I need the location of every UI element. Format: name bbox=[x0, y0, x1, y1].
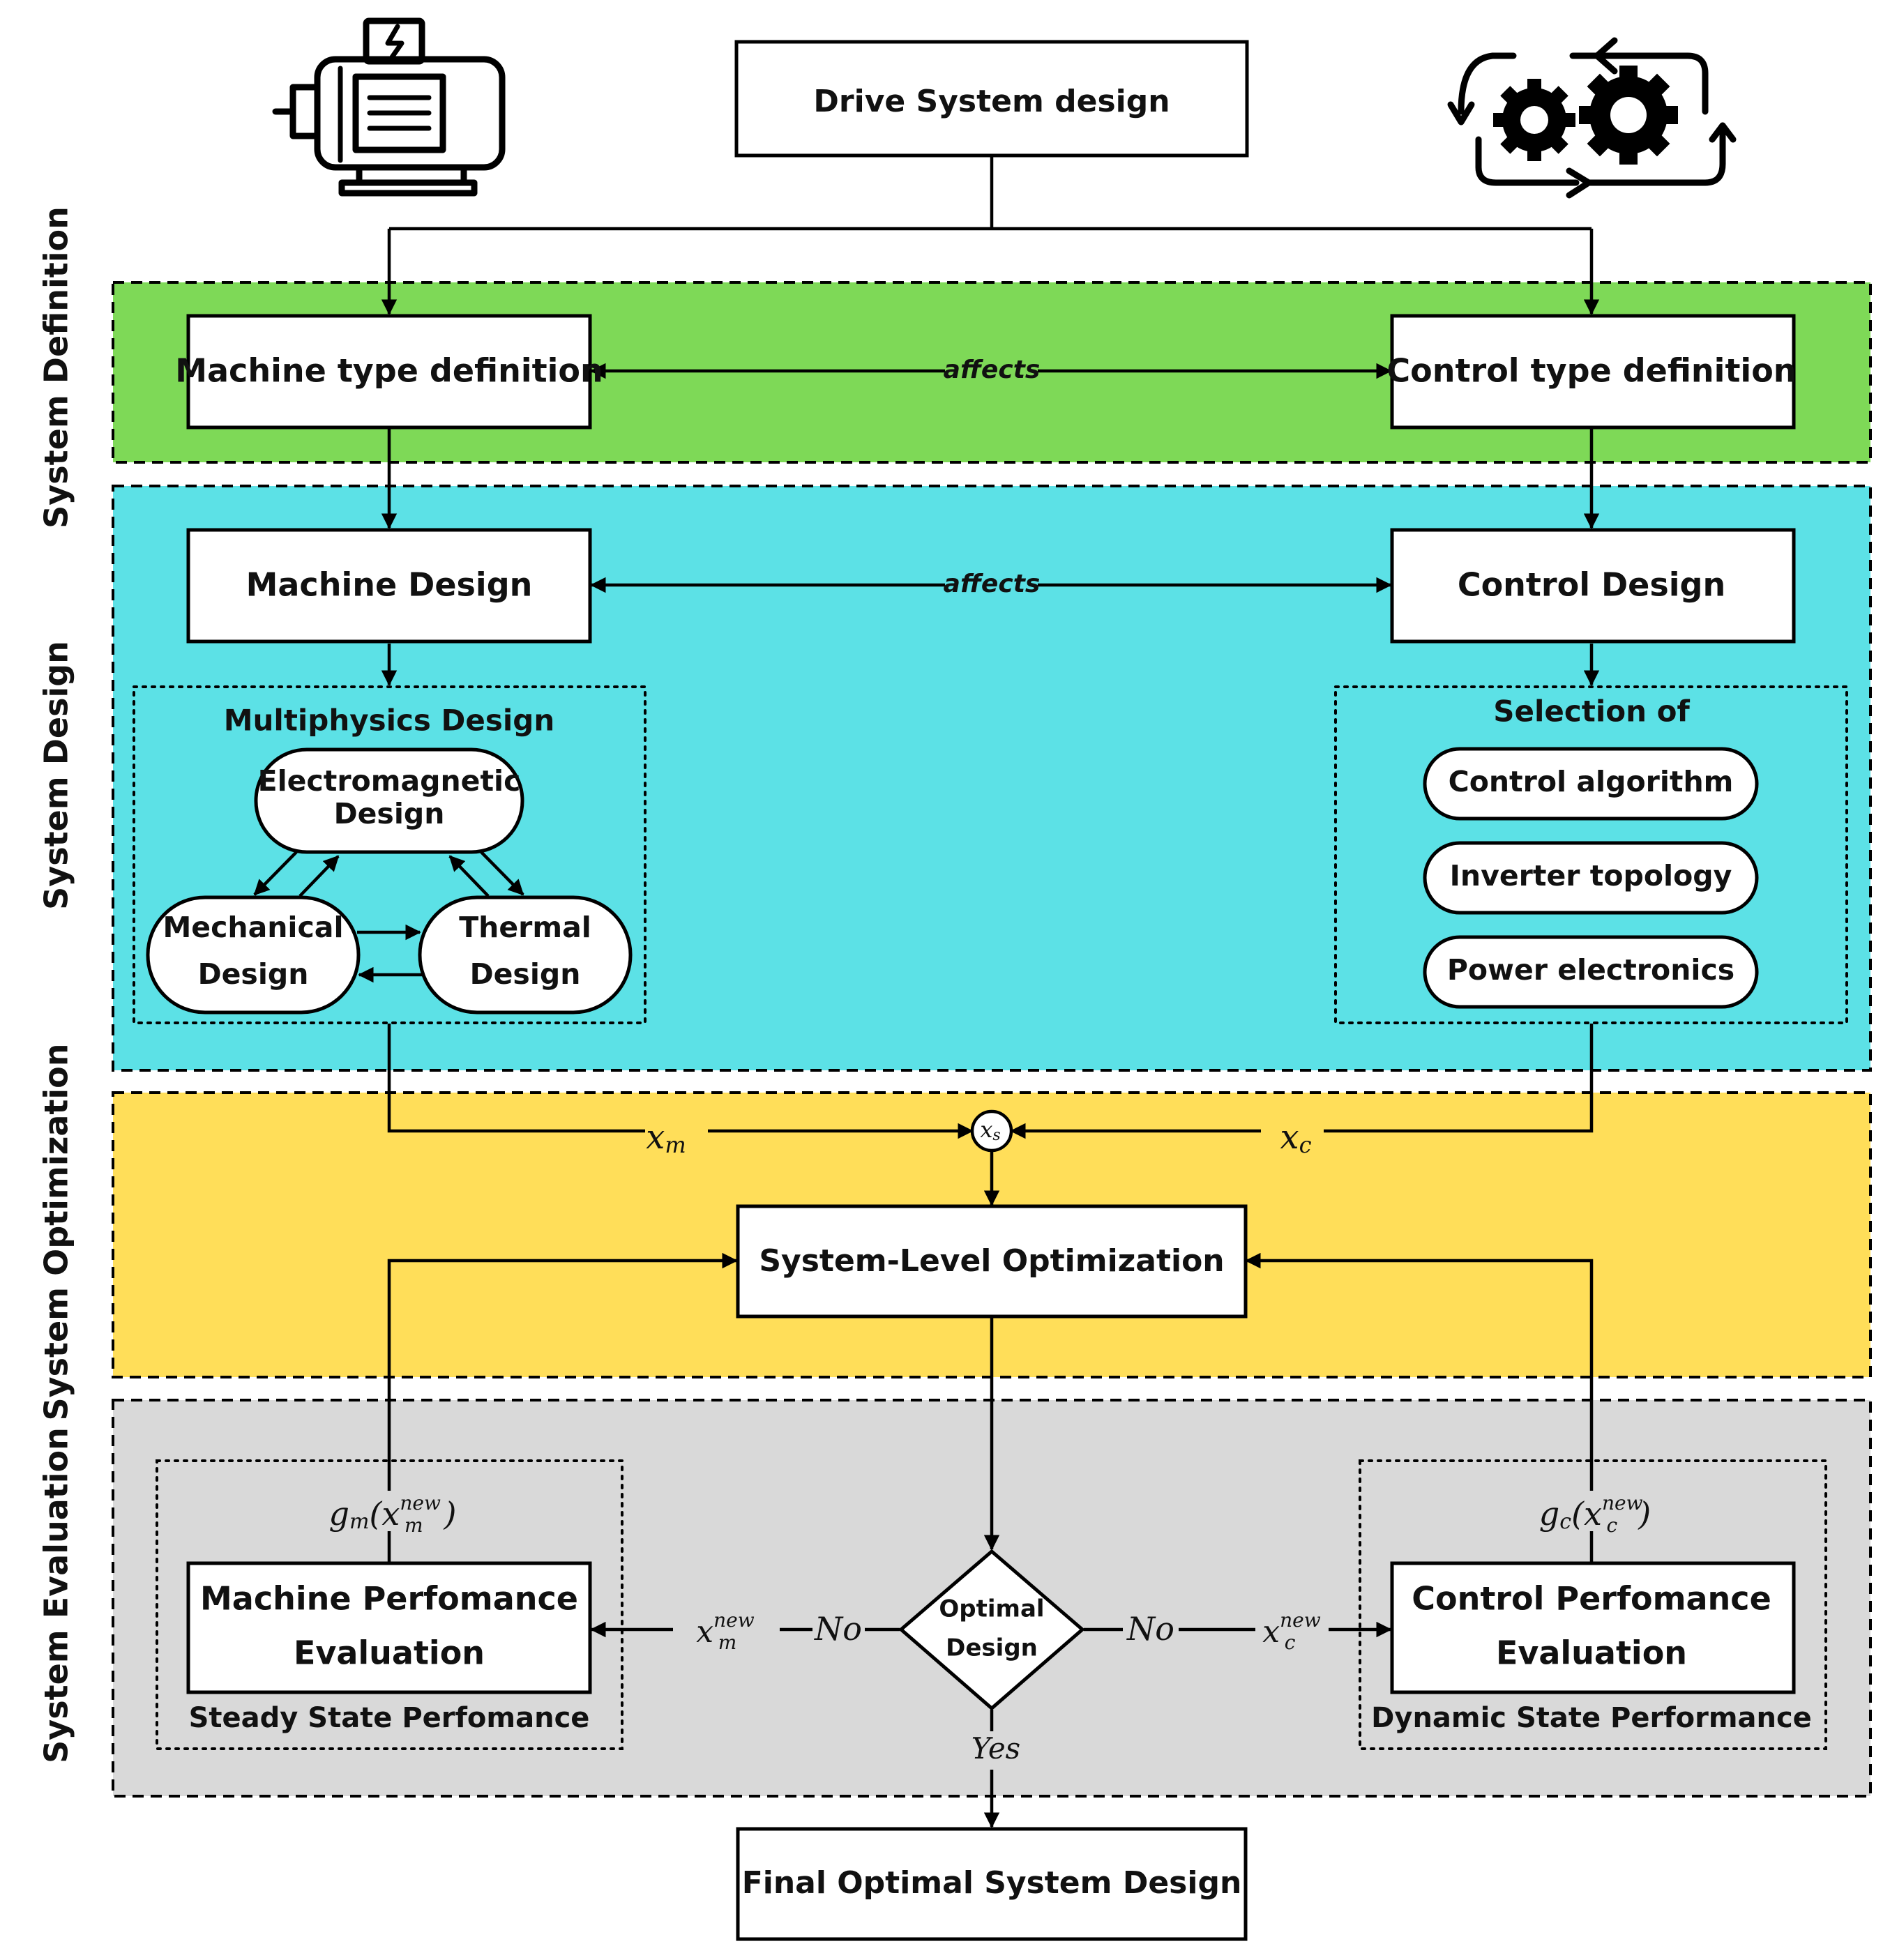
power-electronics-node bbox=[1423, 935, 1759, 1009]
thermal-design-label-line1: Thermal bbox=[459, 911, 591, 944]
gears-cycle-icon bbox=[1447, 37, 1737, 199]
final-optimal-system-design-box bbox=[736, 1827, 1248, 1941]
x-s-junction bbox=[970, 1109, 1013, 1153]
control-type-definition-box bbox=[1390, 314, 1796, 430]
drive-system-design-label: Drive System design bbox=[813, 84, 1170, 119]
electric-motor-icon bbox=[272, 17, 506, 197]
band-label-design: System Design bbox=[38, 641, 75, 910]
band-label-evaluation: System Evaluation bbox=[38, 1427, 75, 1763]
electromagnetic-design-label-line2: Design bbox=[334, 797, 445, 830]
yes-label: Yes bbox=[972, 1731, 1021, 1765]
no-right-label: No bbox=[1126, 1610, 1174, 1648]
final-optimal-system-design-label: Final Optimal System Design bbox=[742, 1865, 1242, 1901]
connectors bbox=[253, 155, 1600, 1828]
machine-type-definition-label: Machine type definition bbox=[175, 352, 603, 390]
control-performance-evaluation-box bbox=[1390, 1561, 1796, 1694]
electromagnetic-design-node bbox=[254, 747, 524, 854]
control-design-box bbox=[1390, 528, 1796, 644]
x-c-label: xc bbox=[1280, 1118, 1312, 1158]
power-electronics-label: Power electronics bbox=[1447, 953, 1734, 987]
mechanical-design-label-line2: Design bbox=[198, 957, 309, 991]
control-design-label: Control Design bbox=[1458, 566, 1725, 604]
control-performance-evaluation-line2: Evaluation bbox=[1496, 1634, 1687, 1672]
machine-performance-evaluation-line1: Machine Perfomance bbox=[200, 1580, 578, 1618]
system-level-optimization-label: System-Level Optimization bbox=[759, 1243, 1224, 1279]
band-label-definition: System Definition bbox=[38, 206, 75, 529]
dynamic-state-caption: Dynamic State Performance bbox=[1371, 1702, 1812, 1734]
control-performance-evaluation-line1: Control Perfomance bbox=[1412, 1580, 1771, 1618]
inverter-topology-label: Inverter topology bbox=[1450, 859, 1732, 892]
multiphysics-design-group bbox=[133, 685, 647, 1024]
inverter-topology-node bbox=[1423, 841, 1759, 915]
machine-type-definition-box bbox=[186, 314, 592, 430]
drive-system-design-box bbox=[734, 40, 1249, 158]
optimal-design-label-line2: Design bbox=[946, 1634, 1038, 1662]
machine-design-box bbox=[186, 528, 592, 644]
control-type-definition-label: Control type definition bbox=[1386, 352, 1796, 390]
steady-state-caption: Steady State Perfomance bbox=[189, 1702, 590, 1734]
steady-state-group bbox=[156, 1459, 623, 1750]
thermal-design-node bbox=[418, 895, 633, 1015]
optimal-design-label-line1: Optimal bbox=[939, 1595, 1044, 1623]
band-label-optimization: System Optimization bbox=[38, 1043, 75, 1420]
design-affects-label: affects bbox=[944, 570, 1041, 598]
electromagnetic-design-label-line1: Electromagnetic bbox=[258, 764, 521, 798]
no-left-label: No bbox=[814, 1610, 862, 1648]
system-level-optimization-box bbox=[736, 1204, 1248, 1319]
mechanical-design-node bbox=[146, 895, 361, 1015]
mechanical-design-label-line1: Mechanical bbox=[162, 911, 343, 944]
selection-title: Selection of bbox=[1493, 694, 1690, 729]
thermal-design-label-line2: Design bbox=[470, 957, 581, 991]
machine-design-label: Machine Design bbox=[246, 566, 533, 604]
machine-performance-evaluation-line2: Evaluation bbox=[294, 1634, 485, 1672]
control-algorithm-label: Control algorithm bbox=[1449, 765, 1734, 798]
x-m-label: xm bbox=[646, 1118, 686, 1158]
multiphysics-design-title: Multiphysics Design bbox=[224, 704, 555, 738]
machine-performance-evaluation-box bbox=[186, 1561, 592, 1694]
definition-affects-label: affects bbox=[944, 356, 1041, 384]
dynamic-state-group bbox=[1359, 1459, 1827, 1750]
x-s-label: xs bbox=[980, 1116, 1000, 1145]
optimal-design-decision bbox=[898, 1549, 1085, 1711]
control-algorithm-node bbox=[1423, 747, 1759, 821]
selection-group bbox=[1334, 685, 1848, 1024]
